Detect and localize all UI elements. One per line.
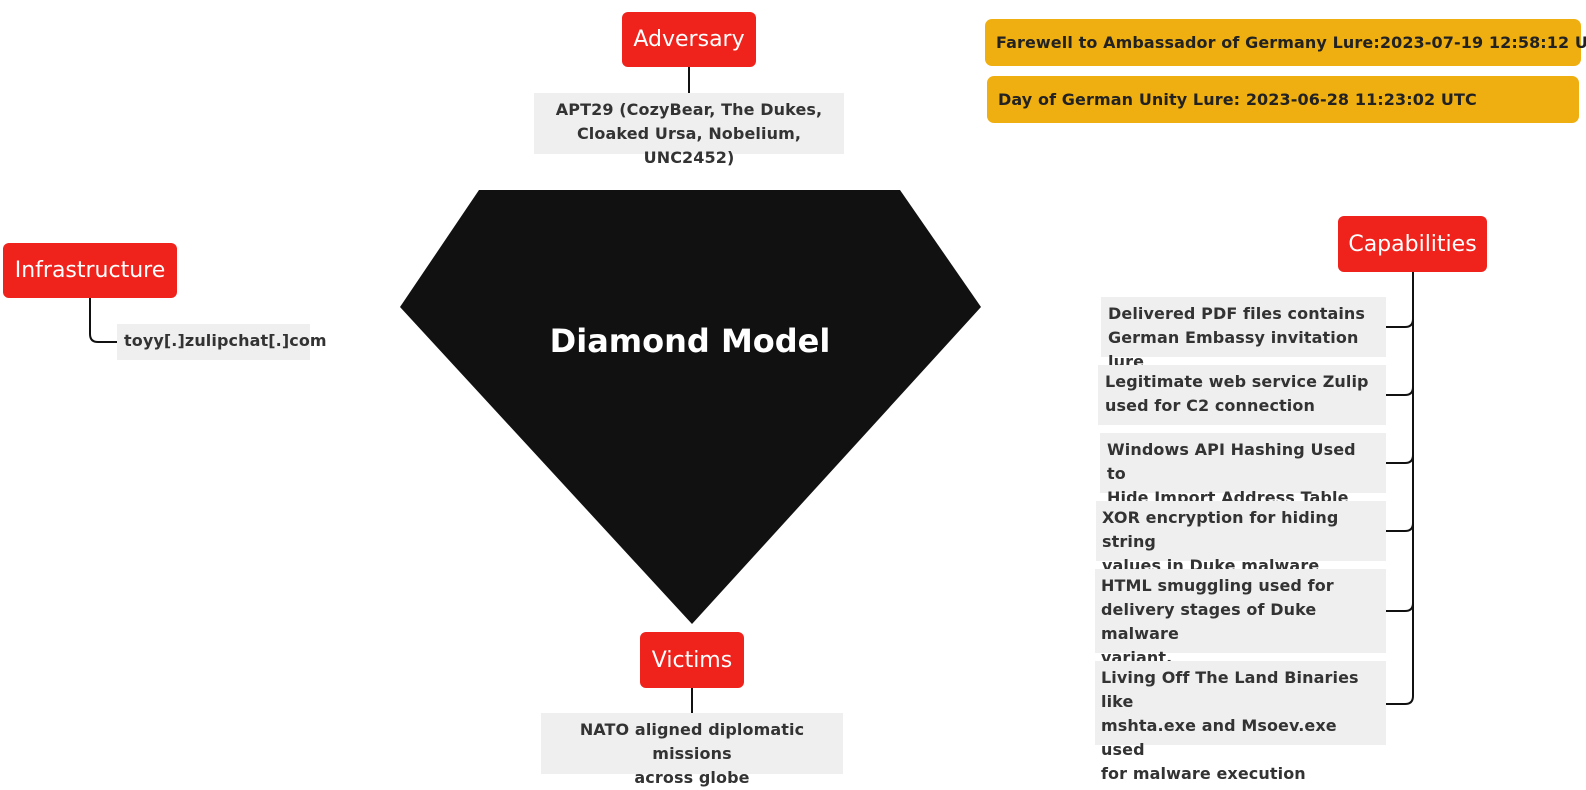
capability-line: Living Off The Land Binaries like [1101,668,1359,711]
capability-item[interactable]: Windows API Hashing Used to Hide Import … [1100,433,1386,507]
victims-detail-line: across globe [634,768,750,787]
capability-item[interactable]: Living Off The Land Binaries like mshta.… [1095,661,1386,783]
victims-node[interactable]: Victims [640,632,744,688]
capability-item[interactable]: Delivered PDF files contains German Emba… [1101,297,1386,371]
capabilities-connector-branch [1386,386,1414,396]
adversary-detail-line: APT29 (CozyBear, The Dukes, [555,100,823,119]
lure-text: Farewell to Ambassador of Germany Lure:2… [996,33,1586,52]
infrastructure-label: Infrastructure [14,258,166,283]
capability-line: XOR encryption for hiding string [1102,508,1339,551]
capabilities-label: Capabilities [1348,231,1477,257]
victims-detail[interactable]: NATO aligned diplomatic missions across … [541,713,843,787]
lure-item[interactable]: Day of German Unity Lure: 2023-06-28 11:… [987,76,1579,123]
capability-item[interactable]: HTML smuggling used for delivery stages … [1095,569,1386,667]
capability-line: delivery stages of Duke malware [1101,600,1317,643]
capability-line: for malware execution [1101,764,1306,783]
adversary-label: Adversary [633,27,745,52]
victims-label: Victims [651,647,733,673]
lure-text: Day of German Unity Lure: 2023-06-28 11:… [998,90,1477,109]
diamond-model-title: Diamond Model [549,322,831,360]
capabilities-connector-trunk [1386,272,1414,705]
infrastructure-detail-text: toyy[.]zulipchat[.]com [124,331,327,350]
infrastructure-node[interactable]: Infrastructure [3,243,177,298]
capability-item[interactable]: XOR encryption for hiding string values … [1096,501,1386,575]
victims-detail-line: NATO aligned diplomatic missions [579,720,805,763]
infrastructure-detail[interactable]: toyy[.]zulipchat[.]com [117,324,327,360]
infrastructure-connector [89,298,117,343]
capability-line: used for C2 connection [1105,396,1315,415]
adversary-detail-line: Cloaked Ursa, Nobelium, UNC2452) [576,124,802,167]
capability-item[interactable]: Legitimate web service Zulip used for C2… [1098,365,1386,425]
capabilities-connector-branch [1386,602,1414,612]
capability-line: HTML smuggling used for [1101,576,1334,595]
capabilities-connector-branch [1386,318,1414,328]
adversary-detail[interactable]: APT29 (CozyBear, The Dukes, Cloaked Ursa… [534,93,844,167]
lure-item[interactable]: Farewell to Ambassador of Germany Lure:2… [985,19,1586,66]
capability-line: Delivered PDF files contains [1108,304,1366,323]
capability-line: Windows API Hashing Used to [1107,440,1356,483]
capabilities-node[interactable]: Capabilities [1338,216,1487,272]
capability-line: mshta.exe and Msoev.exe used [1101,716,1337,759]
capabilities-connector-branch [1386,522,1414,532]
adversary-node[interactable]: Adversary [622,12,756,67]
capability-line: Legitimate web service Zulip [1105,372,1369,391]
capabilities-connector-branch [1386,454,1414,464]
diamond-shape [400,190,981,624]
